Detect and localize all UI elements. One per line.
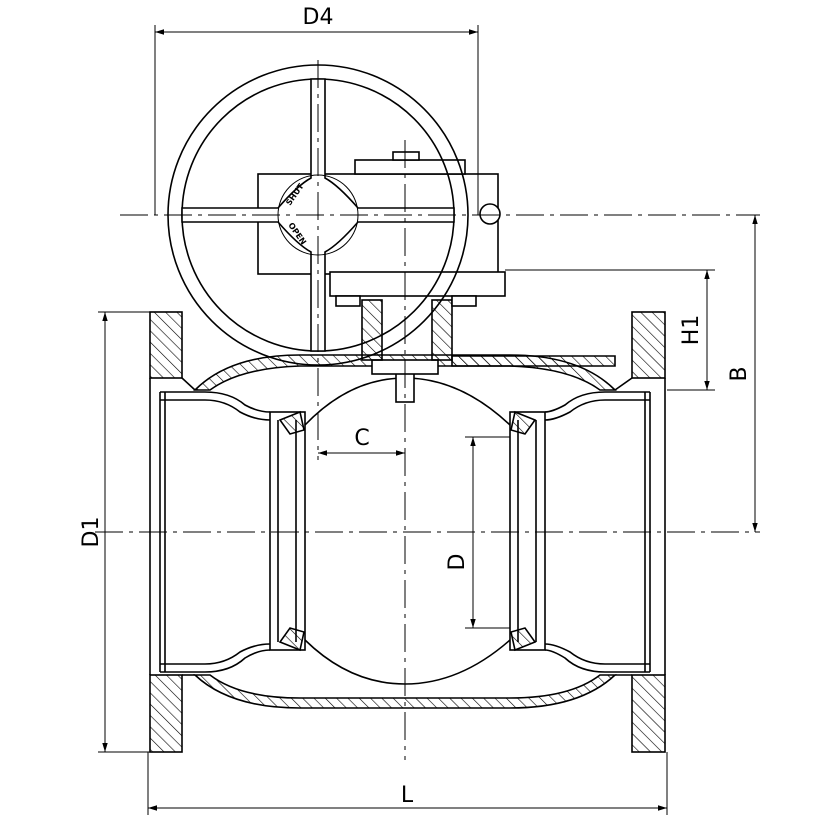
- svg-text:D: D: [445, 554, 470, 571]
- dimension-h1: H1: [505, 269, 715, 391]
- svg-text:D4: D4: [303, 5, 334, 30]
- svg-text:H1: H1: [679, 315, 704, 346]
- centerlines: [95, 60, 760, 760]
- left-flange: [149, 311, 196, 753]
- svg-text:D1: D1: [79, 517, 104, 548]
- svg-text:B: B: [727, 366, 752, 381]
- dimension-b: B: [727, 215, 758, 532]
- dimension-l: L: [147, 752, 668, 815]
- stem: [361, 299, 616, 403]
- dimension-d1: D1: [79, 311, 150, 753]
- ball: [304, 377, 511, 685]
- svg-text:C: C: [354, 426, 369, 451]
- svg-text:L: L: [401, 783, 414, 808]
- left-seat: [269, 410, 306, 652]
- dimension-c: C: [318, 426, 405, 456]
- dimension-d4: D4: [154, 5, 479, 215]
- right-flange: [614, 311, 666, 753]
- right-seat: [509, 410, 546, 652]
- dimension-d: D: [445, 436, 510, 629]
